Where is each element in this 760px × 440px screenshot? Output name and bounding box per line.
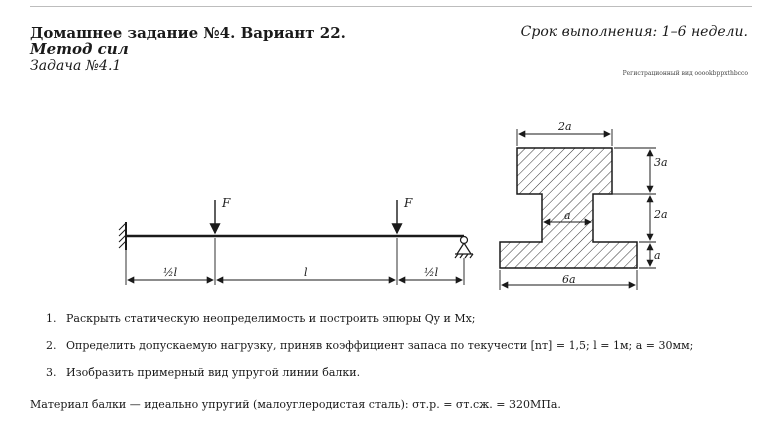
section-label-bottom-flange: a (654, 249, 661, 262)
material-note: Материал балки — идеально упругий (малоу… (30, 398, 561, 411)
task-list: 1. Раскрыть статическую неопределимость и… (46, 312, 693, 393)
registration-id: Регистрационный вид ooookbppxthbcco (622, 70, 748, 77)
dim-label-left: ½l (163, 266, 178, 279)
top-rule (30, 6, 752, 7)
task-item-text: Изобразить примерный вид упругой линии б… (66, 366, 361, 379)
task-item-number: 1. (46, 312, 57, 325)
section-label-top-flange: 3a (654, 156, 668, 169)
wall-hatching (118, 222, 127, 249)
task-item: 1. Раскрыть статическую неопределимость и… (46, 312, 693, 339)
deadline: Срок выполнения: 1–6 недели. (520, 24, 748, 40)
section-label-web-height: 2a (653, 208, 668, 221)
task-number: Задача №4.1 (30, 58, 122, 74)
dim-label-mid: l (304, 266, 308, 279)
section-dimension-lines (499, 129, 656, 290)
task-item-number: 2. (46, 339, 57, 352)
section-label-bottom-width: 6a (562, 273, 576, 286)
task-item: 3. Изобразить примерный вид упругой линии… (46, 366, 693, 393)
pin-support (454, 235, 474, 259)
section-shape (499, 147, 638, 269)
dimension-lines (125, 238, 465, 285)
task-item-number: 3. (46, 366, 57, 379)
task-item: 2. Определить допускаемую нагрузку, приня… (46, 339, 693, 366)
beam-diagram: F F ½l l ½l (118, 196, 474, 285)
assignment-title: Домашнее задание №4. Вариант 22. (30, 24, 346, 42)
method-title: Метод сил (30, 40, 129, 58)
task-item-text: Определить допускаемую нагрузку, приняв … (66, 339, 694, 352)
force-label-left: F (221, 196, 231, 210)
task-item-text: Раскрыть статическую неопределимость и п… (66, 312, 476, 325)
section-label-top-width: 2a (557, 120, 572, 133)
force-label-right: F (403, 196, 413, 210)
dim-label-right: ½l (424, 266, 439, 279)
section-label-web-width: a (564, 209, 571, 222)
cross-section: 2a 3a 2a a a 6a (499, 120, 668, 290)
